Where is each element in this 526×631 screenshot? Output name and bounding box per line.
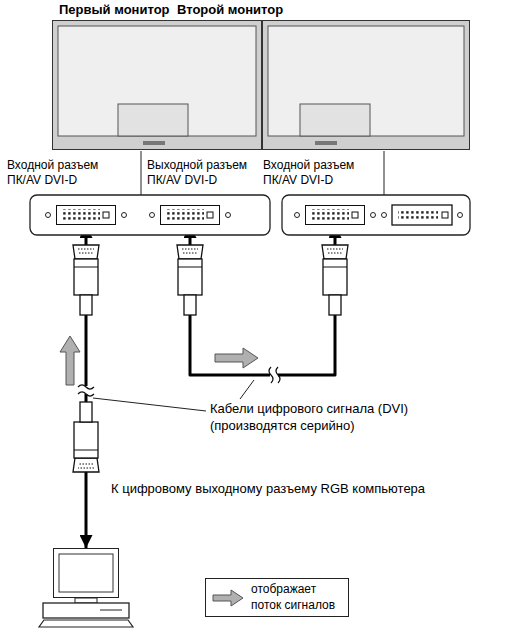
dvi-plug	[322, 245, 348, 315]
leader-line	[384, 151, 385, 195]
connector-panel	[30, 195, 270, 235]
leader-line	[93, 398, 206, 411]
dvi-cable	[190, 225, 335, 375]
computer-label: К цифровому выходному разъему RGB компью…	[111, 481, 521, 498]
leader-line	[141, 151, 142, 195]
dvi-plug	[73, 245, 99, 315]
legend-text: отображает поток сигналов	[251, 582, 343, 613]
signal-flow-arrow	[60, 336, 80, 385]
port-label: Входной разъем ПК/AV DVI-D	[7, 158, 119, 189]
monitor-frame: Второй монитор	[262, 20, 470, 150]
port-label: Входной разъем ПК/AV DVI-D	[263, 158, 375, 189]
cable-break	[78, 367, 280, 396]
dvi-port: Выходной разъем ПК/AV DVI-D	[160, 205, 220, 225]
dvi-port-unused	[392, 205, 452, 225]
dvi-port: Входной разъем ПК/AV DVI-D	[56, 205, 116, 225]
dvi-plug	[177, 245, 203, 315]
dvi-plug	[73, 402, 99, 472]
connector-panel	[282, 195, 470, 235]
computer-monitor: К цифровому выходному разъему RGB компью…	[53, 548, 119, 598]
pin-field	[161, 206, 218, 223]
legend-sample	[211, 587, 245, 609]
signal-flow-arrow	[215, 348, 258, 368]
monitor-title: Первый монитор	[59, 2, 170, 19]
monitor-illustration	[52, 20, 262, 150]
pin-field	[57, 206, 114, 223]
pin-field	[306, 206, 363, 223]
monitor-title: Второй монитор	[177, 2, 283, 19]
legend-entry: отображает поток сигналов	[211, 582, 343, 613]
dvi-port: Входной разъем ПК/AV DVI-D	[305, 205, 365, 225]
cable-label: Кабели цифрового сигнала (DVI) (производ…	[208, 401, 444, 435]
monitor-frame: Первый монитор	[52, 20, 262, 150]
legend: отображает поток сигналов	[205, 578, 349, 617]
leader-line	[240, 380, 254, 399]
port-label: Выходной разъем ПК/AV DVI-D	[147, 158, 259, 189]
monitor-illustration	[262, 20, 470, 150]
